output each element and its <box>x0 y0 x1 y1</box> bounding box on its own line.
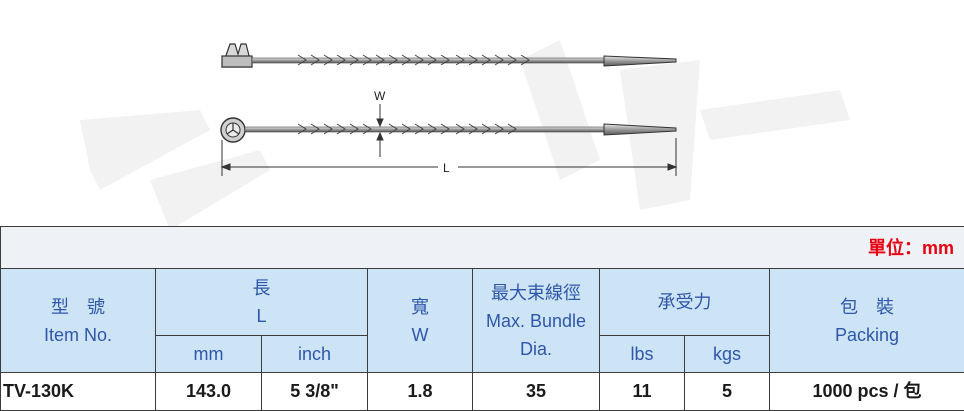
header-tensile-strength: 承受力 <box>599 268 770 337</box>
tie-top-view <box>221 43 677 68</box>
header-max-bundle: 最大束線徑 Max. Bundle Dia. <box>472 268 600 373</box>
cell-length-mm: 143.0 <box>155 371 262 411</box>
spec-table: 單位：mm 型 號 Item No. 長 L 寬 W 最大束線徑 Max. Bu… <box>0 225 964 411</box>
unit-label: 單位：mm <box>0 225 964 270</box>
header-width: 寬 W <box>367 268 473 373</box>
length-dimension <box>220 138 678 176</box>
cell-packing: 1000 pcs / 包 <box>768 371 964 411</box>
cell-width: 1.8 <box>367 371 473 411</box>
header-length: 長 L <box>155 268 368 337</box>
cell-lbs: 11 <box>599 371 685 411</box>
header-packing: 包 裝 Packing <box>768 268 964 373</box>
header-length-mm: mm <box>155 335 262 373</box>
header-strength-kgs: kgs <box>684 335 770 373</box>
cell-length-inch: 5 3/8" <box>261 371 368 411</box>
table-row: TV-130K 143.0 5 3/8" 1.8 35 11 5 1000 pc… <box>0 371 964 411</box>
cell-item: TV-130K <box>0 371 156 411</box>
cell-kgs: 5 <box>684 371 770 411</box>
cable-tie-diagram: W L <box>220 43 678 176</box>
cell-bundle: 35 <box>472 371 600 411</box>
header-strength-lbs: lbs <box>599 335 685 373</box>
header-length-inch: inch <box>261 335 368 373</box>
tie-side-view <box>220 117 677 143</box>
header-item-no: 型 號 Item No. <box>0 268 156 373</box>
width-dimension <box>376 104 384 157</box>
width-label: W <box>374 89 386 103</box>
length-label: L <box>443 161 450 175</box>
